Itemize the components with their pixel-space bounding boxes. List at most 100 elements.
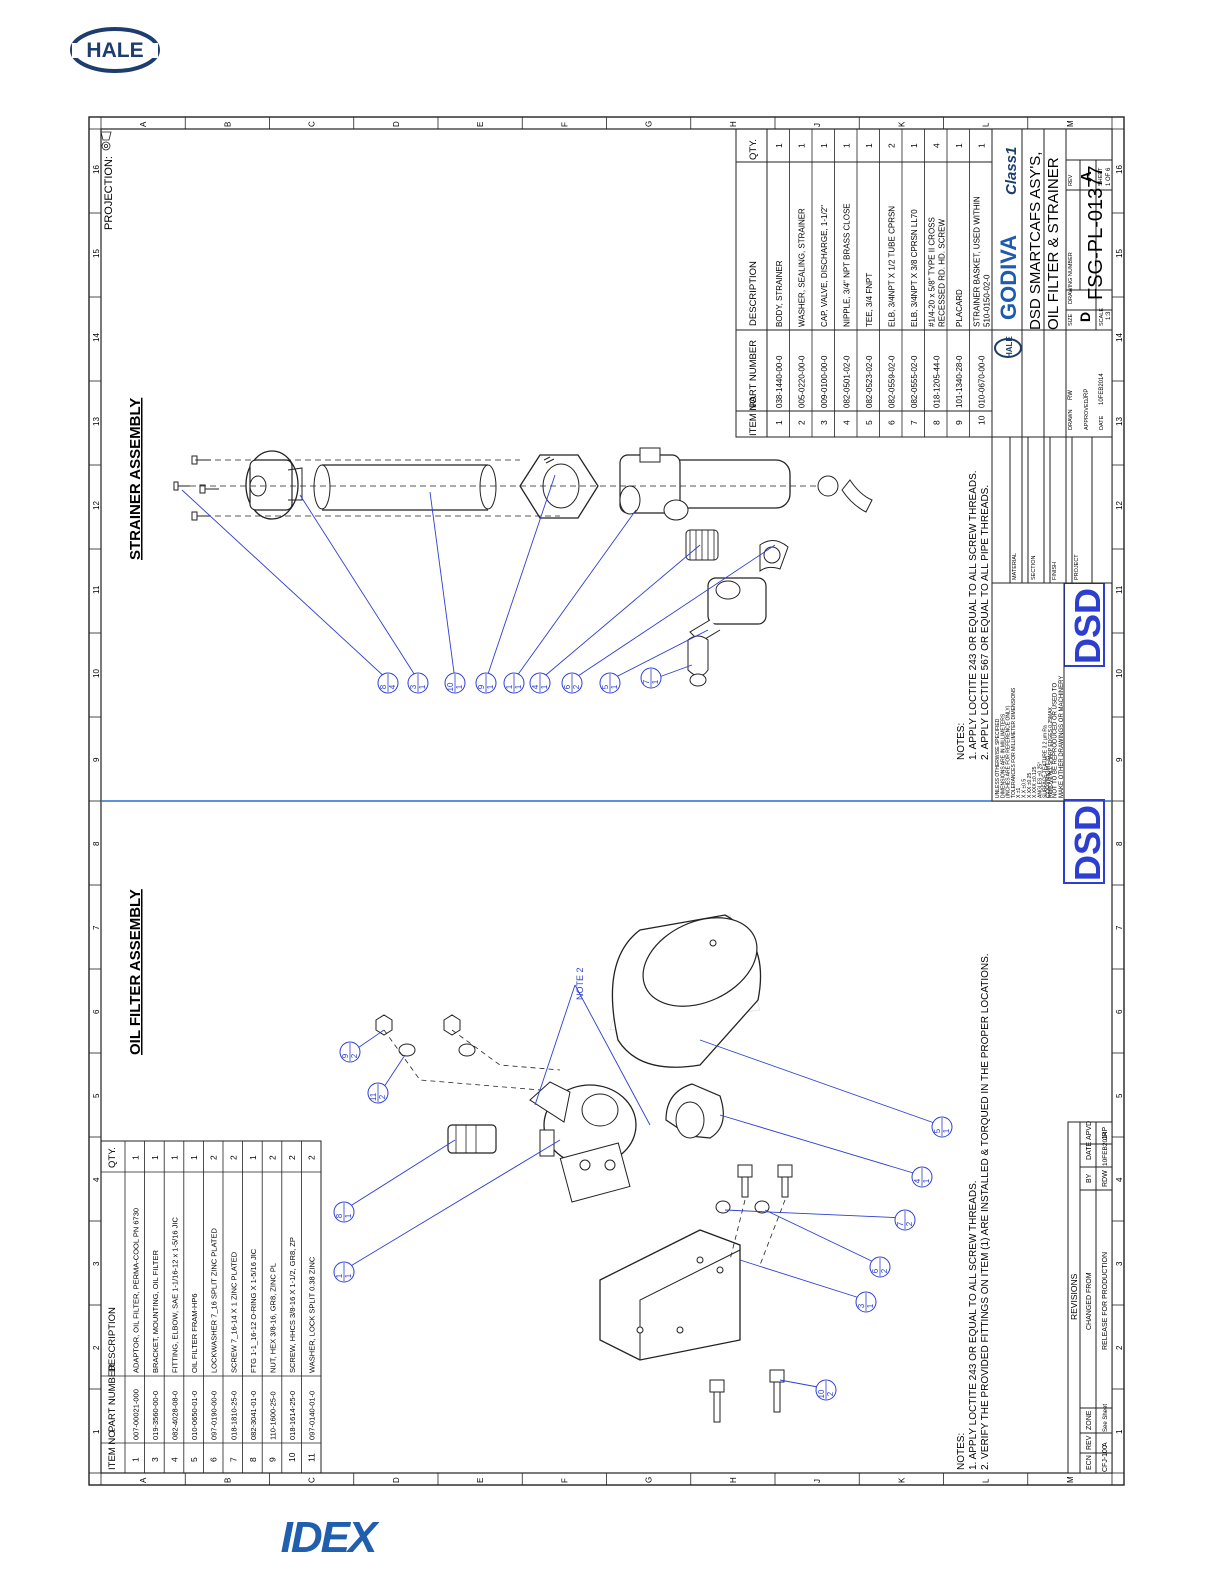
oil-exploded-view (375, 914, 793, 1423)
zone-col-label: H (729, 1477, 738, 1483)
strainer-row-desc: CAP, VALVE, DISCHARGE, 1-1/2" (820, 205, 829, 327)
oil-row-part: 082-3041-01-0 (249, 1391, 258, 1440)
oil-balloon-item: 1 (335, 1273, 344, 1278)
strainer-balloon-item: 8 (379, 684, 388, 689)
strainer-balloon-qty: 1 (418, 684, 427, 689)
dsd-mark-strainer: DSD (1063, 582, 1108, 667)
oil-row-item: 5 (189, 1457, 199, 1462)
strainer-row-item: 1 (774, 420, 784, 425)
strainer-leaders (181, 474, 776, 681)
strainer-row-qty: 1 (909, 143, 919, 148)
strainer-row-desc: BODY, STRAINER (775, 260, 784, 327)
oil-row-desc: BRACKET, MOUNTING, OIL FILTER (151, 1249, 160, 1373)
title-hale-logo: HALE (994, 336, 1022, 358)
oil-row-part: 097-0190-00-0 (210, 1391, 219, 1440)
oil-row-part: 019-3560-00-0 (151, 1391, 160, 1440)
zone-row-label: 16 (92, 165, 101, 174)
strainer-balloon-item: 10 (446, 682, 455, 691)
revisions-title: REVISIONS (1069, 1273, 1079, 1320)
idex-logo: IDEX (281, 1514, 382, 1560)
drawn-value: RW (1068, 390, 1074, 400)
tolerance-line: X.X ±0.5 (1022, 779, 1028, 798)
oil-row-part: 007-00021-000 (131, 1389, 140, 1440)
strainer-balloon-item: 9 (477, 684, 486, 689)
strainer-placard (519, 454, 599, 519)
strainer-notes: NOTES: 1. APPLY LOCTITE 243 OR EQUAL TO … (956, 470, 991, 760)
zone-col-label: L (982, 1478, 991, 1483)
zone-col-label: M (1066, 1476, 1075, 1483)
strainer-balloon-qty: 1 (514, 684, 523, 689)
rev-header-ecn: ECN (1086, 1455, 1093, 1470)
oil-row-qty: 1 (130, 1155, 140, 1160)
strainer-row-qty: 1 (774, 143, 784, 148)
strainer-balloon-item: 5 (601, 684, 610, 689)
strainer-row-part: 009-0100-00-0 (820, 355, 829, 408)
strainer-balloon-qty: 1 (486, 684, 495, 689)
oil-balloon-item: 11 (369, 1092, 378, 1101)
strainer-assembly-title: STRAINER ASSEMBLY (127, 398, 144, 560)
strainer-row-part: 005-0220-00-0 (797, 355, 806, 408)
rev-value: A (1078, 171, 1095, 182)
tolerance-line: TOLERANCES FOR MILLIMETER DIMENSIONS (1011, 687, 1017, 798)
oil-row-qty: 2 (228, 1155, 238, 1160)
oil-row-qty: 1 (248, 1155, 258, 1160)
strainer-balloon-item: 4 (531, 684, 540, 689)
tolerance-line: X.XX ±0.25 (1027, 773, 1033, 798)
oil-balloon-item: 6 (871, 1268, 880, 1273)
strainer-row-qty: 1 (819, 143, 829, 148)
hale-logo-text: HALE (86, 39, 143, 62)
approved-label: APPROVED (1084, 399, 1090, 430)
title-block: HALE GODIVA Class1 DSD SMARTCAFS ASY'S, … (991, 128, 1113, 802)
rev-header-changed: CHANGED FROM (1086, 1272, 1093, 1330)
oil-row-qty: 2 (268, 1155, 278, 1160)
strainer-row-item: 4 (841, 420, 851, 425)
zone-col-label: C (308, 1477, 317, 1483)
zone-row-label: 1 (1115, 1429, 1124, 1434)
zone-col-label: E (476, 1478, 485, 1483)
strainer-exploded-view (173, 447, 873, 687)
strainer-header-qty: QTY. (748, 139, 759, 160)
strainer-balloon-qty: 1 (455, 684, 464, 689)
oil-nuts-washers (375, 1014, 770, 1214)
copyright-line: MAKE OTHER DRAWINGS OR MACHINERY (1059, 676, 1065, 798)
rev-header-date: DATE (1086, 1142, 1093, 1160)
oil-row-item: 7 (228, 1457, 238, 1462)
strainer-row-part: 082-0501-02-0 (842, 355, 851, 408)
tolerance-line: X ±1 (1016, 788, 1022, 798)
oil-header-item: ITEM NO. (107, 1428, 118, 1470)
zone-col-label: M (1066, 120, 1075, 127)
oil-row-item: 3 (150, 1457, 160, 1462)
oil-note-2: 2. VERIFY THE PROVIDED FITTINGS ON ITEM … (980, 953, 991, 1470)
zone-row-label: 5 (1115, 1093, 1124, 1098)
zone-row-label: 13 (92, 417, 101, 426)
zone-col-label: F (560, 1478, 569, 1483)
zone-col-label: B (223, 122, 232, 127)
strainer-row-desc: NIPPLE, 3/4" NPT BRASS CLOSE (842, 203, 851, 327)
oil-row-qty: 2 (307, 1155, 317, 1160)
strainer-balloon-item: 3 (409, 684, 418, 689)
oil-balloon-qty: 2 (880, 1268, 889, 1273)
zone-row-label: 11 (92, 585, 101, 594)
dsd-text-2: DSD (1067, 805, 1108, 881)
strainer-nipple (685, 529, 719, 561)
strainer-row-part: 082-0559-02-0 (887, 355, 896, 408)
oil-leaders (343, 984, 941, 1389)
rev-label: REV (1068, 174, 1074, 186)
oil-header-qty: QTY. (107, 1147, 118, 1168)
strainer-row-item: 2 (796, 420, 806, 425)
oil-balloon-qty: 2 (905, 1221, 914, 1226)
oil-row-part: 097-0140-01-0 (308, 1391, 317, 1440)
strainer-row-qty: 1 (841, 143, 851, 148)
rev-rev: A (1102, 1442, 1109, 1447)
strainer-row-qty: 1 (796, 143, 806, 148)
zone-row-label: 8 (1115, 841, 1124, 846)
class1-logo-text: Class1 (1003, 147, 1020, 195)
oil-balloon-item: 10 (817, 1389, 826, 1398)
